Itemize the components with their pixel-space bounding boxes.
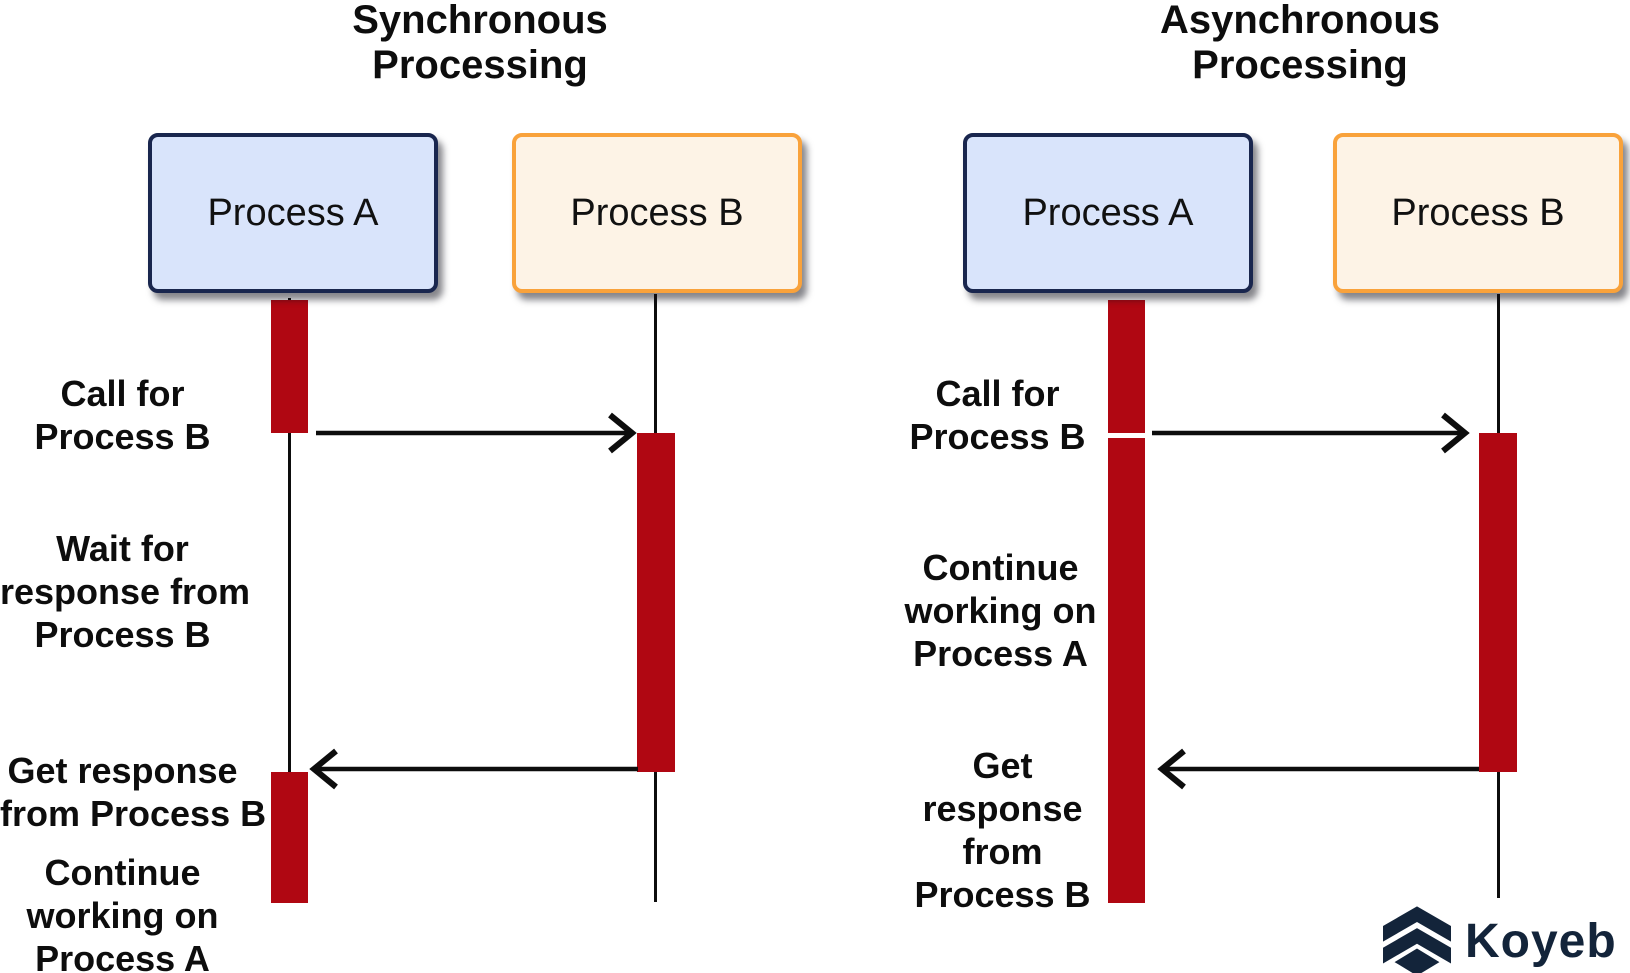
async-activation-a-top [1108, 300, 1145, 433]
sync-process-b-box: Process B [512, 133, 802, 293]
sync-process-a-label: Process A [207, 191, 379, 234]
sync-activation-a-continue [271, 772, 308, 903]
async-title: Asynchronous Processing [1159, 0, 1441, 87]
async-process-b-box: Process B [1333, 133, 1623, 293]
async-note-call: Call for Process B [909, 373, 1086, 457]
koyeb-logo-icon [1383, 906, 1451, 973]
sync-note-wait: Wait for response from Process B [0, 528, 251, 655]
sync-process-a-box: Process A [148, 133, 438, 293]
sync-activation-a-call [271, 300, 308, 433]
async-note-get: Get response from Process B [914, 745, 1091, 915]
async-activation-a-bottom [1108, 438, 1145, 903]
sync-note-get: Get response from Process B [0, 750, 267, 834]
async-process-b-label: Process B [1391, 191, 1565, 234]
async-note-continue: Continue working on Process A [904, 547, 1097, 674]
sync-process-b-label: Process B [570, 191, 744, 234]
async-process-a-box: Process A [963, 133, 1253, 293]
koyeb-logo-text: Koyeb [1465, 914, 1617, 968]
async-activation-b [1479, 433, 1517, 772]
sync-note-call: Call for Process B [34, 373, 211, 457]
sync-lifeline-process-a [288, 298, 291, 774]
sync-note-continue: Continue working on Process A [26, 852, 219, 973]
koyeb-logo: Koyeb [1383, 906, 1617, 973]
async-process-a-label: Process A [1022, 191, 1194, 234]
sync-activation-b [637, 433, 675, 772]
async-panel: Asynchronous Processing Process A Proces… [815, 0, 1630, 973]
sync-panel: Synchronous Processing Process A Process… [0, 0, 802, 973]
sync-title: Synchronous Processing [352, 0, 608, 87]
